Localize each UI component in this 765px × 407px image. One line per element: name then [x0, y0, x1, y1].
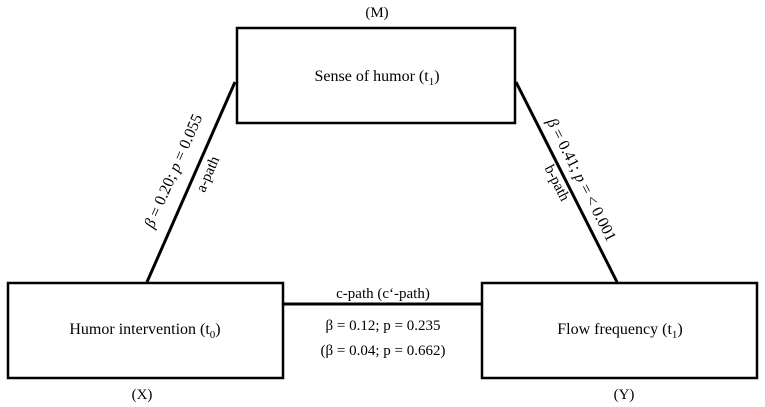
c-path-label: c-path (c‘-path) — [336, 286, 430, 302]
svg-text:a-path: a-path — [193, 154, 223, 195]
predictor-label: Humor intervention (t0) — [69, 321, 220, 341]
predictor-box — [6, 281, 285, 380]
predictor-role-label: (X) — [132, 387, 153, 403]
outcome-role-label: (Y) — [614, 387, 635, 403]
a-path-line — [145, 81, 237, 283]
c-path-direct-effect: (β = 0.04; p = 0.662) — [321, 343, 446, 359]
mediator-role-label: (M) — [365, 5, 388, 21]
outcome-label: Flow frequency (t1) — [557, 321, 682, 341]
outcome-box — [480, 281, 759, 380]
b-path-line — [514, 81, 619, 283]
c-path-total-effect: β = 0.12; p = 0.235 — [326, 318, 441, 334]
a-path-label: a-path — [193, 154, 223, 195]
mediator-box — [235, 26, 517, 125]
mediator-label: Sense of humor (t1) — [314, 68, 439, 88]
